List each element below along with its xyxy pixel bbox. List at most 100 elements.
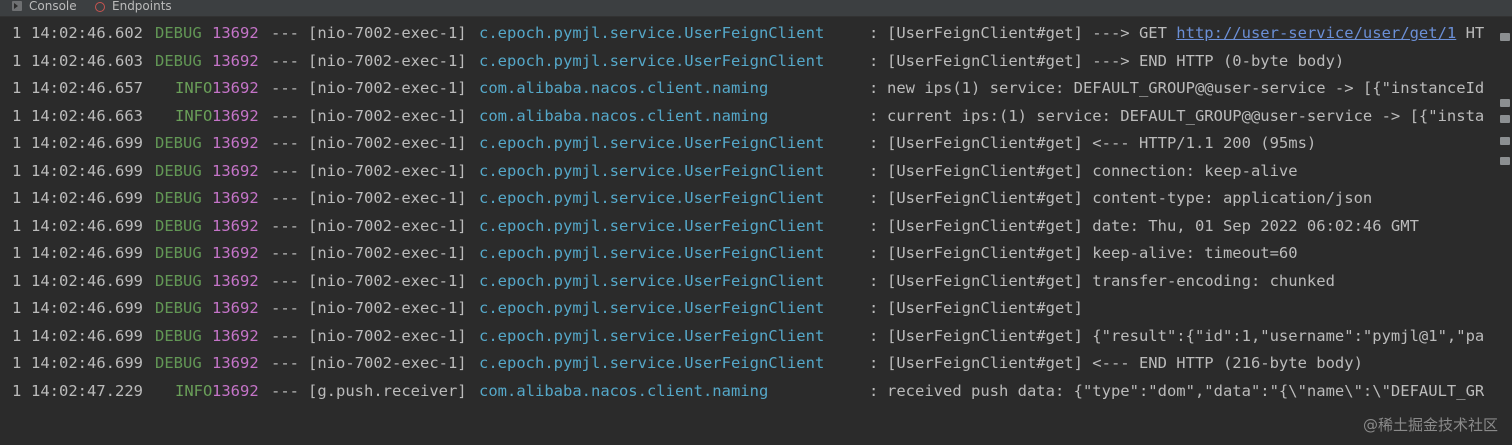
log-separator: --- bbox=[271, 51, 299, 70]
log-message-text: [UserFeignClient#get] content-type: appl… bbox=[887, 189, 1373, 207]
log-pid: 13692 bbox=[212, 189, 259, 207]
log-timestamp: 14:02:46.663 bbox=[31, 106, 143, 125]
log-level: DEBUG bbox=[155, 244, 202, 262]
log-line-index: 1 bbox=[12, 271, 22, 290]
tab-console[interactable]: Console bbox=[12, 0, 77, 16]
print-icon[interactable] bbox=[1500, 137, 1510, 145]
log-pid: 13692 bbox=[212, 271, 259, 290]
log-timestamp: 14:02:46.699 bbox=[31, 189, 143, 207]
log-timestamp: 14:02:46.699 bbox=[31, 299, 143, 317]
log-thread: [nio-7002-exec-1] bbox=[308, 216, 467, 235]
log-pid: 13692 bbox=[212, 354, 259, 372]
log-timestamp: 14:02:46.603 bbox=[31, 51, 143, 70]
soft-wrap-icon[interactable] bbox=[1500, 99, 1510, 107]
log-separator: --- bbox=[271, 79, 299, 97]
log-level: DEBUG bbox=[155, 51, 202, 70]
log-colon: : bbox=[869, 51, 879, 70]
log-thread: [nio-7002-exec-1] bbox=[308, 79, 467, 97]
log-message-link[interactable]: http://user-service/user/get/1 bbox=[1176, 24, 1457, 42]
log-colon: : bbox=[869, 161, 879, 180]
log-level: DEBUG bbox=[155, 354, 202, 372]
log-colon: : bbox=[869, 326, 879, 345]
log-colon: : bbox=[869, 189, 879, 207]
log-pid: 13692 bbox=[212, 299, 259, 317]
log-message: [UserFeignClient#get] <--- END HTTP (216… bbox=[887, 353, 1363, 373]
log-line-index: 1 bbox=[12, 79, 22, 97]
log-thread: [nio-7002-exec-1] bbox=[308, 161, 467, 180]
log-line-index: 1 bbox=[12, 161, 22, 180]
log-timestamp: 14:02:46.699 bbox=[31, 134, 143, 152]
log-thread: [nio-7002-exec-1] bbox=[308, 106, 467, 125]
log-timestamp: 14:02:46.699 bbox=[31, 216, 143, 235]
log-message-text: [UserFeignClient#get] keep-alive: timeou… bbox=[887, 244, 1298, 262]
log-message-text: [UserFeignClient#get] ---> END HTTP (0-b… bbox=[887, 51, 1345, 70]
log-pid: 13692 bbox=[212, 216, 259, 235]
log-separator: --- bbox=[271, 381, 299, 400]
log-timestamp: 14:02:47.229 bbox=[31, 381, 143, 400]
log-message-text: current ips:(1) service: DEFAULT_GROUP@@… bbox=[887, 106, 1485, 125]
log-message: [UserFeignClient#get] ---> GET http://us… bbox=[887, 23, 1484, 43]
log-logger-name: c.epoch.pymjl.service.UserFeignClient bbox=[479, 244, 825, 262]
log-timestamp: 14:02:46.699 bbox=[31, 161, 143, 180]
log-message-text: [UserFeignClient#get] {"result":{"id":1,… bbox=[887, 326, 1485, 345]
log-colon: : bbox=[869, 244, 879, 262]
log-separator: --- bbox=[271, 326, 299, 345]
log-thread: [nio-7002-exec-1] bbox=[308, 134, 467, 152]
log-message: received push data: {"type":"dom","data"… bbox=[887, 381, 1484, 401]
log-colon: : bbox=[869, 134, 879, 152]
log-logger-name: com.alibaba.nacos.client.naming bbox=[479, 79, 769, 97]
log-level: DEBUG bbox=[155, 299, 202, 317]
log-level: DEBUG bbox=[155, 24, 202, 42]
log-colon: : bbox=[869, 299, 879, 317]
scroll-up-icon[interactable] bbox=[1500, 33, 1510, 41]
log-pid: 13692 bbox=[212, 79, 259, 97]
log-separator: --- bbox=[271, 299, 299, 317]
console-icon bbox=[12, 1, 22, 11]
log-logger-name: c.epoch.pymjl.service.UserFeignClient bbox=[479, 24, 825, 42]
watermark: @稀土掘金技术社区 bbox=[1362, 416, 1498, 434]
log-timestamp: 14:02:46.602 bbox=[31, 24, 143, 42]
log-pid: 13692 bbox=[212, 134, 259, 152]
log-message: [UserFeignClient#get] ---> END HTTP (0-b… bbox=[887, 51, 1344, 71]
log-separator: --- bbox=[271, 271, 299, 290]
endpoints-icon bbox=[95, 1, 105, 12]
log-timestamp: 14:02:46.699 bbox=[31, 244, 143, 262]
clear-icon[interactable] bbox=[1500, 157, 1510, 165]
log-colon: : bbox=[869, 271, 879, 290]
log-thread: [nio-7002-exec-1] bbox=[308, 354, 467, 372]
log-message: [UserFeignClient#get] connection: keep-a… bbox=[887, 161, 1298, 181]
log-line-index: 1 bbox=[12, 354, 22, 372]
log-logger-name: c.epoch.pymjl.service.UserFeignClient bbox=[479, 299, 825, 317]
log-level: DEBUG bbox=[155, 326, 202, 345]
log-colon: : bbox=[869, 106, 879, 125]
tab-endpoints-label: Endpoints bbox=[112, 0, 172, 13]
log-separator: --- bbox=[271, 216, 299, 235]
log-logger-name: c.epoch.pymjl.service.UserFeignClient bbox=[479, 161, 825, 180]
log-line-index: 1 bbox=[12, 106, 22, 125]
log-thread: [nio-7002-exec-1] bbox=[308, 271, 467, 290]
log-logger-name: c.epoch.pymjl.service.UserFeignClient bbox=[479, 271, 825, 290]
log-pid: 13692 bbox=[212, 161, 259, 180]
log-line-index: 1 bbox=[12, 51, 22, 70]
log-message-text: [UserFeignClient#get] bbox=[887, 299, 1083, 317]
log-pid: 13692 bbox=[212, 244, 259, 262]
log-message: [UserFeignClient#get] keep-alive: timeou… bbox=[887, 243, 1298, 263]
log-logger-name: c.epoch.pymjl.service.UserFeignClient bbox=[479, 189, 825, 207]
log-line-index: 1 bbox=[12, 299, 22, 317]
log-thread: [nio-7002-exec-1] bbox=[308, 24, 467, 42]
log-timestamp: 14:02:46.657 bbox=[31, 79, 143, 97]
log-line-index: 1 bbox=[12, 189, 22, 207]
log-logger-name: c.epoch.pymjl.service.UserFeignClient bbox=[479, 326, 825, 345]
log-level: DEBUG bbox=[155, 189, 202, 207]
tab-console-label: Console bbox=[29, 0, 77, 13]
log-separator: --- bbox=[271, 189, 299, 207]
log-message: new ips(1) service: DEFAULT_GROUP@@user-… bbox=[887, 78, 1484, 98]
log-timestamp: 14:02:46.699 bbox=[31, 354, 143, 372]
log-line-index: 1 bbox=[12, 24, 22, 42]
log-thread: [nio-7002-exec-1] bbox=[308, 51, 467, 70]
log-level: INFO bbox=[175, 106, 213, 125]
tab-endpoints[interactable]: Endpoints bbox=[95, 0, 172, 16]
log-separator: --- bbox=[271, 354, 299, 372]
scroll-to-end-icon[interactable] bbox=[1500, 115, 1510, 123]
